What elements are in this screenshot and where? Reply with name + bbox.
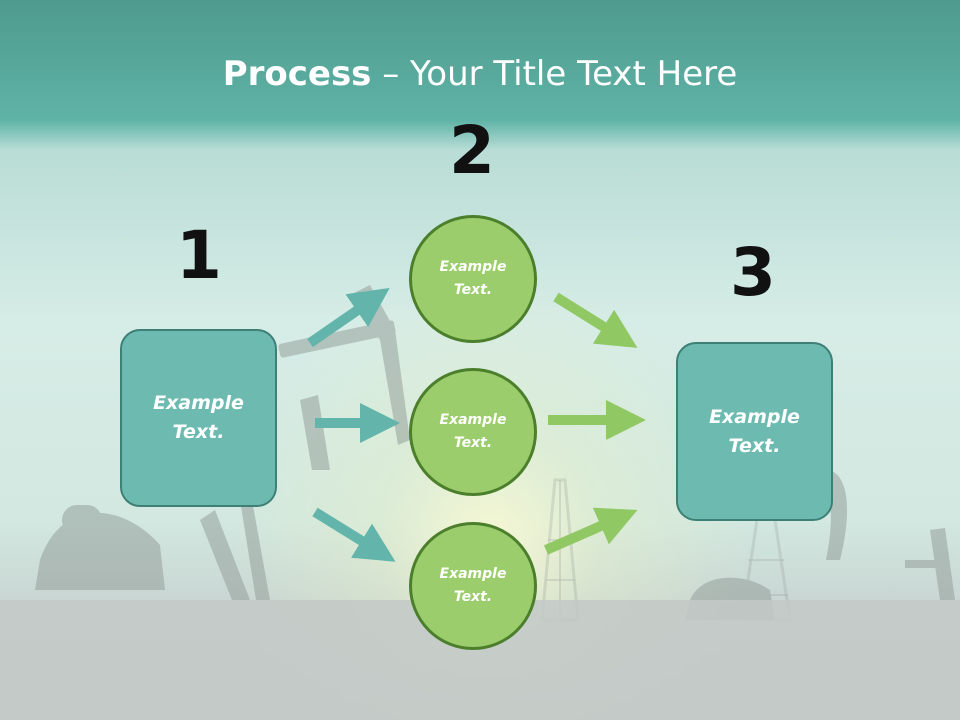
slide-title: Process – Your Title Text Here	[0, 52, 960, 96]
circle-middle-label: Example Text.	[440, 409, 507, 455]
step-1-label-line2: Text.	[172, 421, 225, 443]
arrow-1-to-circle-top	[307, 287, 390, 348]
circle-bottom-label-line1: Example	[439, 566, 507, 582]
circle-top-label: Example Text.	[440, 256, 507, 302]
step-1-label: Example Text.	[153, 389, 244, 447]
step-3-label: Example Text.	[709, 403, 800, 461]
title-rest: – Your Title Text Here	[371, 54, 738, 94]
circle-middle-label-line1: Example	[439, 412, 507, 428]
step-number-1: 1	[176, 217, 222, 294]
step-1-box: Example Text.	[120, 329, 277, 507]
circle-bottom-label-line2: Text.	[453, 589, 493, 605]
step-3-label-line2: Text.	[728, 434, 781, 457]
step-3-label-line1: Example	[709, 405, 800, 428]
circle-top-label-line1: Example	[439, 259, 507, 275]
title-bold: Process	[222, 54, 372, 94]
circle-bottom-label: Example Text.	[440, 563, 507, 609]
step-3-box: Example Text.	[676, 342, 833, 521]
circle-top-label-line2: Text.	[453, 282, 493, 298]
step-number-3: 3	[730, 234, 776, 311]
circle-middle-label-line2: Text.	[453, 435, 493, 451]
arrow-circle-top-to-3	[553, 292, 638, 348]
step-2-circle-bottom: Example Text.	[409, 522, 537, 650]
step-2-circle-middle: Example Text.	[409, 368, 537, 496]
arrow-1-to-circle-bottom	[312, 507, 396, 562]
step-number-2: 2	[449, 112, 495, 189]
arrow-circle-bottom-to-3	[543, 507, 638, 555]
step-2-circle-top: Example Text.	[409, 215, 537, 343]
step-1-label-line1: Example	[153, 392, 244, 414]
